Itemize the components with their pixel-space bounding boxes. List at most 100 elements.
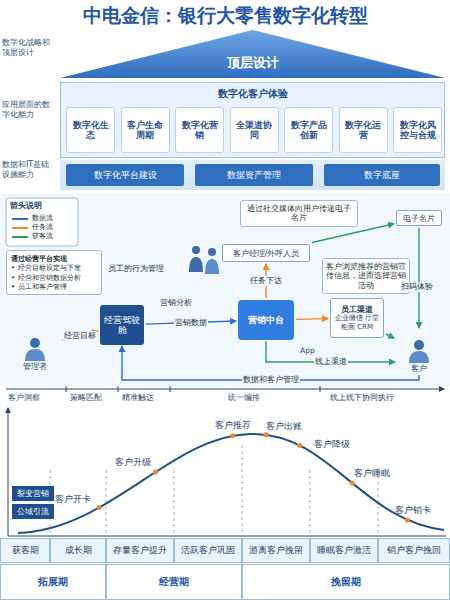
phase-dividers bbox=[50, 445, 378, 536]
period-cell: 经营期 bbox=[106, 564, 242, 600]
node-text: 裂变营销 bbox=[17, 488, 49, 499]
node-subtext: • 经营目标设定与下发 bbox=[11, 263, 81, 272]
diagram-label: 线上线下协同执行 bbox=[330, 392, 394, 403]
infra-band bbox=[60, 160, 445, 190]
node-text: 数字化营销 bbox=[179, 120, 220, 140]
node-text: 睡眠客户激活 bbox=[317, 545, 371, 557]
capability-box: 数字化营销 bbox=[175, 107, 224, 153]
capability-box: 数字化运营 bbox=[339, 107, 388, 153]
node-text: 挽留期 bbox=[331, 575, 361, 589]
staff-box: 客户经理/外呼人员 bbox=[222, 244, 310, 262]
curve-label: 客户销卡 bbox=[395, 504, 431, 517]
triangle-shape bbox=[60, 30, 445, 78]
node-text: 数字底座 bbox=[364, 169, 400, 182]
node-text: 客户 bbox=[411, 363, 427, 374]
node-text: 销户客户挽回 bbox=[387, 545, 441, 557]
capability-box: 全渠道协同 bbox=[230, 107, 279, 153]
customer-figure: 客户 bbox=[396, 330, 442, 374]
cockpit-box: 经营驾驶舱 bbox=[100, 305, 144, 345]
curve-label: 客户升级 bbox=[115, 456, 151, 469]
page-title: 中电金信：银行大零售数字化转型 bbox=[0, 3, 450, 29]
note-box: 通过经营平台实现• 经营目标设定与下发• 经营和营销数据分析• 员工和客户管理 bbox=[6, 250, 102, 295]
person-icon-wrap bbox=[20, 337, 50, 361]
node-text: 拓展期 bbox=[38, 575, 68, 589]
phase-cell: 成长期 bbox=[50, 538, 106, 563]
curve-label: 客户睡眠 bbox=[354, 467, 390, 480]
triangle-outline bbox=[60, 30, 445, 78]
node-text: 数据资产管理 bbox=[227, 169, 281, 182]
diagram-label: 员工的行为管理 bbox=[108, 264, 164, 274]
marketing-tag: 裂变营销 bbox=[12, 486, 54, 501]
y-axis bbox=[8, 408, 9, 536]
diagram-label: 精准触达 bbox=[122, 392, 154, 403]
node-text: 数字化客户体验 bbox=[218, 87, 288, 101]
node-text: 公域引流 bbox=[17, 506, 49, 517]
node-text: 数字化平台建设 bbox=[94, 169, 157, 182]
lifecycle-curve bbox=[18, 434, 444, 533]
curve-dot bbox=[405, 517, 410, 522]
legend-text: 获客流 bbox=[32, 231, 53, 241]
node-text: 顶层设计 bbox=[227, 54, 279, 72]
capability-box: 数字产品创新 bbox=[284, 107, 333, 153]
node-text: 客户经理/外呼人员 bbox=[233, 248, 300, 259]
edge-label: 任务下达 bbox=[249, 276, 283, 286]
curve-dot bbox=[153, 469, 158, 474]
edge-label: 营销数据 bbox=[174, 318, 208, 328]
curve-label: 客户推荐 bbox=[215, 419, 251, 432]
node-text: 全渠道协同 bbox=[234, 120, 275, 140]
manager-figure: 管理者 bbox=[10, 322, 60, 372]
diagram-label: 扫码体验 bbox=[400, 282, 434, 292]
capability-box: 客户生命周期 bbox=[121, 107, 170, 153]
timeline-axis bbox=[6, 389, 444, 390]
node-text: 获客期 bbox=[12, 545, 39, 557]
connector bbox=[296, 318, 328, 320]
node-text: 经营驾驶舱 bbox=[103, 315, 141, 335]
curve-dots bbox=[97, 432, 410, 522]
curve-dot bbox=[97, 505, 102, 510]
curve-label: 客户出账 bbox=[266, 420, 302, 433]
curve-label: 客户开卡 bbox=[55, 493, 91, 506]
legend-text: 数据流 bbox=[32, 213, 53, 223]
infra-box: 数据资产管理 bbox=[195, 164, 313, 186]
node-text: 管理者 bbox=[23, 361, 47, 372]
channel-box: 员工渠道企业微信 厅堂 柜面 CRM bbox=[330, 298, 384, 338]
node-text: 数字化风控与合规 bbox=[397, 120, 438, 140]
phase-cell: 活跃客户巩固 bbox=[174, 538, 242, 563]
diagram-label: 策略匹配 bbox=[70, 392, 102, 403]
edge-label: 数据和客户管理 bbox=[242, 375, 300, 385]
node-text: 客户生命周期 bbox=[125, 120, 166, 140]
curve-dot bbox=[230, 433, 235, 438]
person-icon bbox=[404, 339, 434, 363]
diagram-label: App bbox=[300, 346, 315, 355]
curve-dot bbox=[350, 480, 355, 485]
curve-dot bbox=[263, 432, 268, 437]
connector bbox=[62, 331, 98, 340]
node-subtext: • 员工和客户管理 bbox=[11, 282, 67, 291]
card-box: 电子名片 bbox=[396, 210, 442, 226]
infra-box: 数字底座 bbox=[324, 164, 440, 186]
staff-figures bbox=[189, 246, 219, 274]
capability-box: 数字化风控与合规 bbox=[393, 107, 442, 153]
phase-cell: 获客期 bbox=[0, 538, 50, 563]
side-label: 数字化战略和顶层设计 bbox=[2, 38, 56, 58]
phase-cell: 睡眠客户激活 bbox=[310, 538, 378, 563]
curve-label: 客户降级 bbox=[314, 438, 350, 451]
phase-cell: 存量客户提升 bbox=[106, 538, 174, 563]
capability-box: 数字化生态 bbox=[66, 107, 115, 153]
top-design-triangle: 顶层设计 bbox=[60, 30, 445, 78]
side-label: 应用层面的数字化能力 bbox=[2, 100, 56, 120]
curve-dot bbox=[297, 443, 302, 448]
edge-label: 线上渠道 bbox=[314, 357, 348, 367]
node-text: 成长期 bbox=[65, 545, 92, 557]
node-text: 数字产品创新 bbox=[288, 120, 329, 140]
node-text: 通过经营平台实现 bbox=[11, 254, 67, 263]
legend-swatch bbox=[12, 227, 28, 229]
node-subtext: 企业微信 厅堂 柜面 CRM bbox=[333, 314, 381, 331]
node-text: 经营期 bbox=[159, 575, 189, 589]
phase-cell: 游离客户挽留 bbox=[242, 538, 310, 563]
legend-box bbox=[6, 198, 78, 246]
phase-cell: 销户客户挽回 bbox=[378, 538, 450, 563]
legend-swatch bbox=[12, 236, 28, 238]
diagram-label: 客户洞察 bbox=[8, 392, 40, 403]
